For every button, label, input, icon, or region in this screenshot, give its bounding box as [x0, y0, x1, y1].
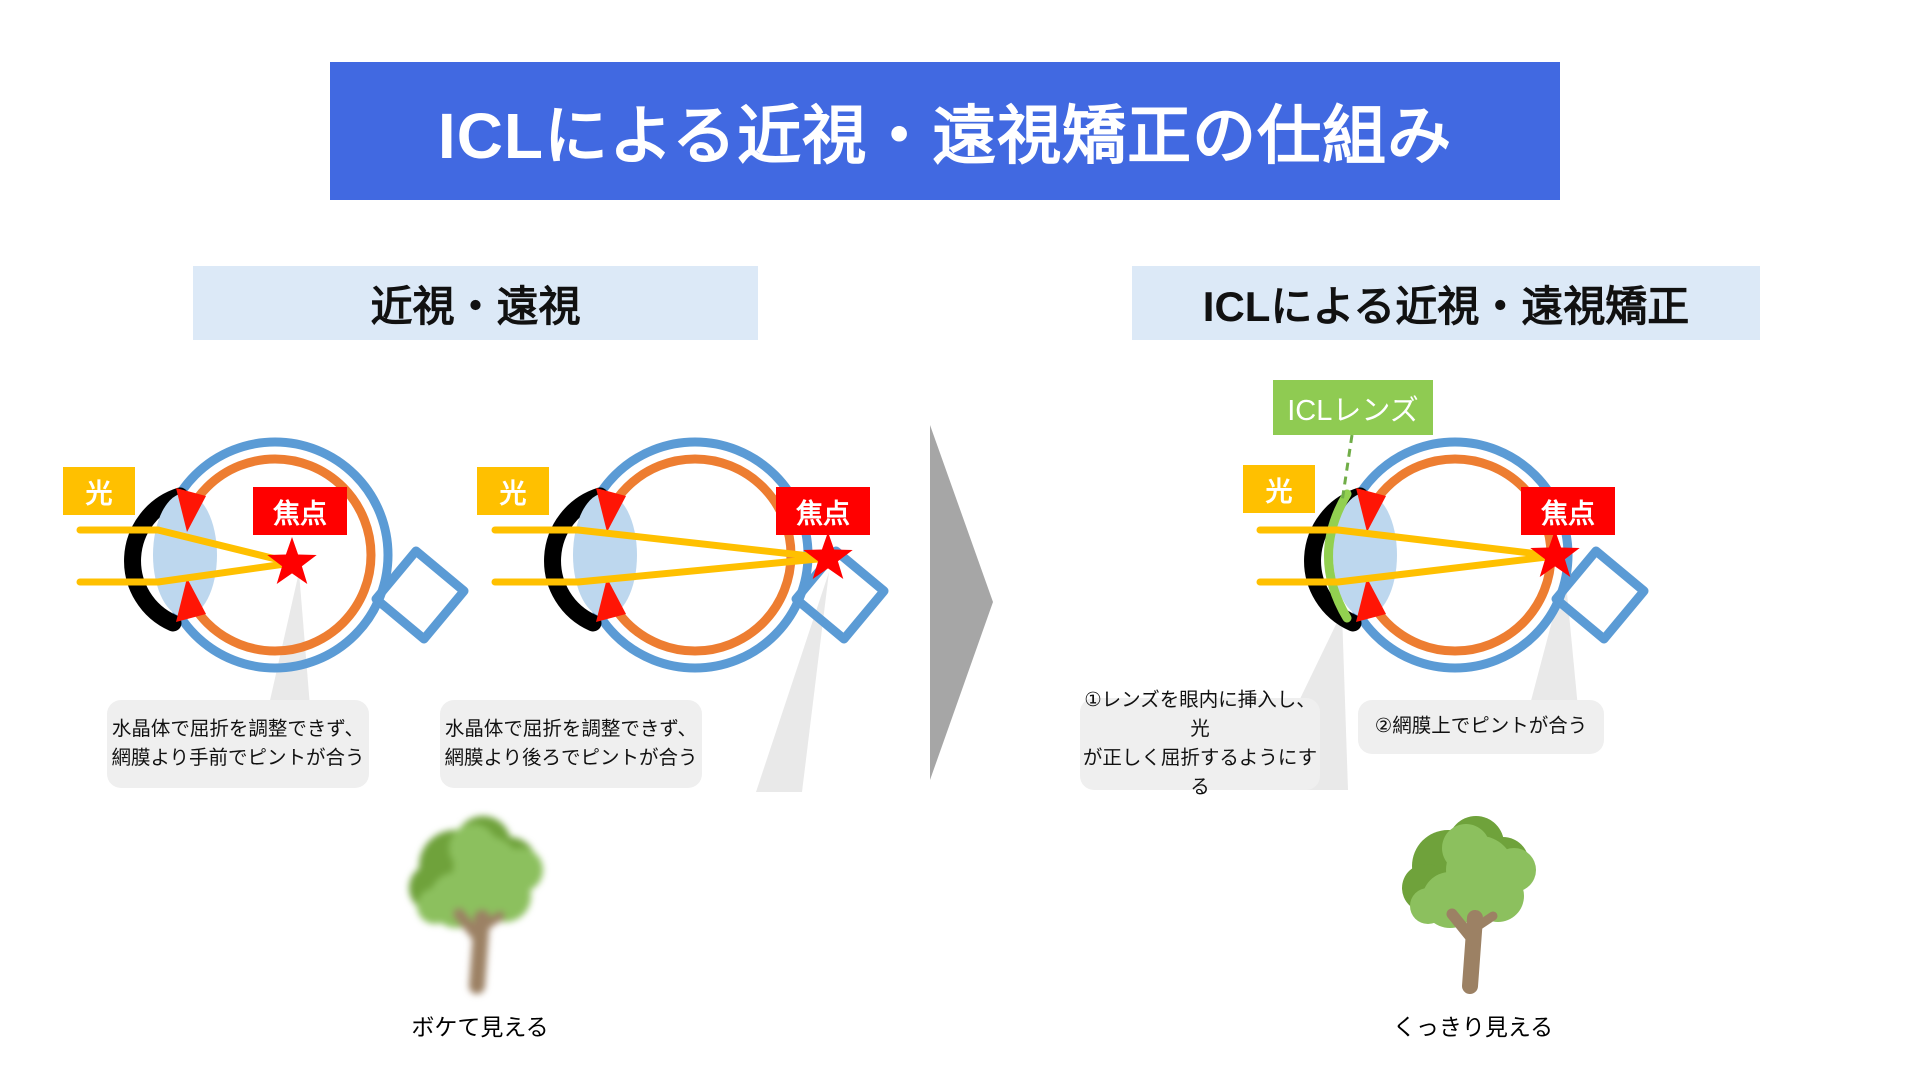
section-header-label: ICLによる近視・遠視矯正	[1202, 282, 1690, 330]
icl-lens-label: ICLレンズ	[1273, 380, 1433, 435]
focus-label: 焦点	[1521, 487, 1615, 535]
callout-myopia: 水晶体で屈折を調整できず、 網膜より手前でピントが合う	[107, 700, 369, 788]
crystalline-lens-icon	[1333, 493, 1397, 617]
cornea-icon	[124, 487, 189, 632]
light-rays-icon	[76, 526, 296, 586]
light-rays-icon	[1256, 526, 1559, 586]
callout-hyperopia: 水晶体で屈折を調整できず、 網膜より後ろでピントが合う	[440, 700, 702, 788]
eye-diagram-myopia	[76, 437, 469, 673]
blurred-vision-caption: ボケて見える	[411, 1014, 549, 1040]
light-label-text: 光	[1265, 476, 1293, 507]
section-header-icl-correction: ICLによる近視・遠視矯正	[1132, 266, 1760, 340]
ciliary-body-icon	[596, 578, 626, 622]
section-header-label: 近視・遠視	[370, 282, 581, 330]
tree-icon-sharp	[1402, 816, 1536, 994]
callout-text: 水晶体で屈折を調整できず、	[111, 717, 365, 740]
eye-diagram-hyperopia	[491, 437, 889, 673]
focal-point-star-icon	[267, 537, 317, 584]
crystalline-lens-icon	[153, 493, 217, 617]
icl-lens-icon	[1324, 489, 1352, 623]
callout-pointer	[756, 572, 829, 792]
focus-label: 焦点	[253, 487, 347, 535]
crystalline-lens-icon	[573, 493, 637, 617]
ciliary-body-icon	[1356, 488, 1386, 532]
tree-icon-blurred	[409, 816, 543, 994]
light-label-text: 光	[85, 478, 113, 509]
icl-leader-line	[1340, 434, 1354, 503]
focal-point-star-icon	[803, 532, 853, 579]
optic-nerve-icon	[371, 546, 469, 644]
callout-icl-step2: ②網膜上でピントが合う	[1358, 700, 1604, 754]
callout-text: 水晶体で屈折を調整できず、	[444, 717, 698, 740]
light-label-text: 光	[499, 478, 527, 509]
tree-foliage	[1402, 816, 1536, 928]
title-banner: ICLによる近視・遠視矯正の仕組み	[330, 62, 1560, 200]
light-label: 光	[63, 467, 135, 515]
optic-nerve-icon	[1551, 546, 1649, 644]
focus-label-text: 焦点	[1541, 498, 1595, 529]
light-label: 光	[1243, 465, 1315, 513]
tree-trunk	[1446, 908, 1498, 994]
eye-diagram-icl-corrected	[1256, 434, 1649, 673]
page-title: ICLによる近視・遠視矯正の仕組み	[437, 100, 1453, 172]
ciliary-body-icon	[596, 488, 626, 532]
icl-lens-label-text: ICLレンズ	[1287, 394, 1419, 427]
focal-point-star-icon	[1530, 530, 1580, 577]
clear-vision-caption: くっきり見える	[1392, 1014, 1554, 1040]
cornea-icon	[544, 487, 609, 632]
callout-icl-step1: ①レンズを眼内に挿入し、光 が正しく屈折するようにする	[1080, 689, 1320, 798]
section-header-myopia-hyperopia: 近視・遠視	[193, 266, 758, 340]
light-label: 光	[477, 467, 549, 515]
callout-text: 網膜より後ろでピントが合う	[444, 747, 698, 769]
focus-label: 焦点	[776, 487, 870, 535]
ciliary-body-icon	[1356, 578, 1386, 622]
ciliary-body-icon	[176, 578, 206, 622]
callout-text: 網膜より手前でピントが合う	[111, 747, 365, 769]
transition-arrow	[930, 425, 993, 780]
light-rays-icon	[491, 526, 832, 586]
callout-text: ②網膜上でピントが合う	[1374, 715, 1588, 738]
callout-text: が正しく屈折するようにする	[1082, 747, 1318, 799]
tree-trunk	[453, 908, 505, 994]
callout-text: ①レンズを眼内に挿入し、光	[1084, 688, 1316, 740]
tree-foliage	[409, 816, 543, 928]
ciliary-body-icon	[176, 488, 206, 532]
focus-label-text: 焦点	[273, 498, 327, 529]
focus-label-text: 焦点	[796, 498, 850, 529]
